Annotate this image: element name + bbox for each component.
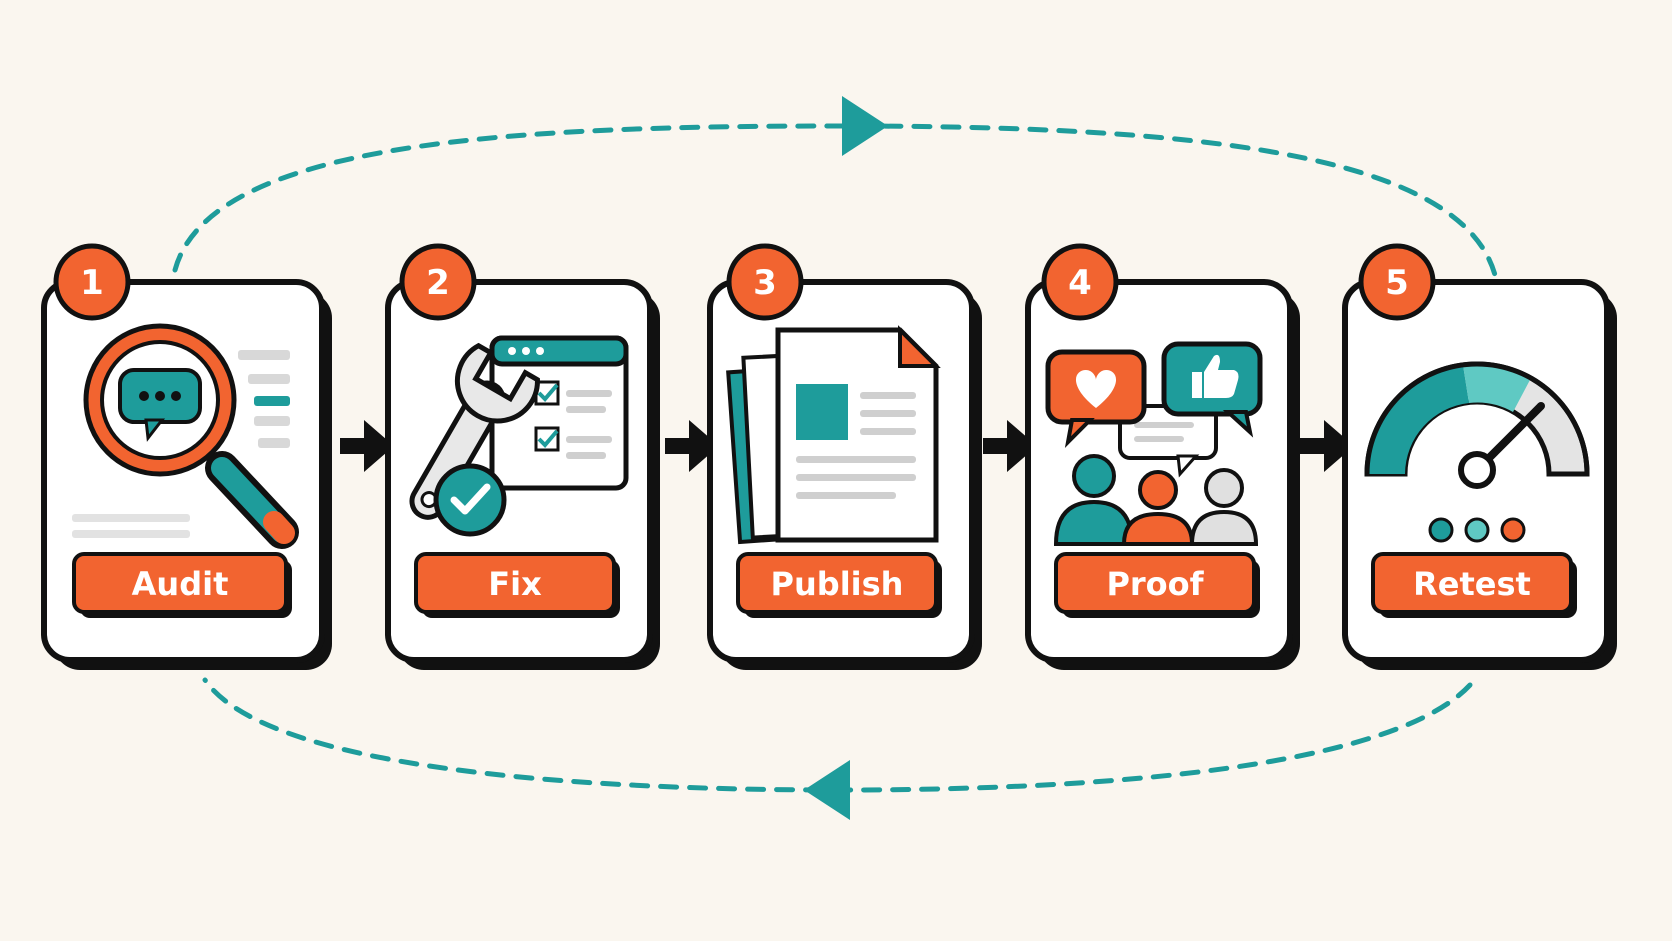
step-badge-3: 3 bbox=[726, 243, 804, 321]
step-badge-1: 1 bbox=[53, 243, 131, 321]
step-badge-4: 4 bbox=[1041, 243, 1119, 321]
step-label-publish: Publish bbox=[771, 565, 904, 603]
step-number-4: 4 bbox=[1068, 263, 1092, 303]
step-badge-5: 5 bbox=[1358, 243, 1436, 321]
right-arrow-icon bbox=[665, 420, 719, 472]
step-number-3: 3 bbox=[753, 263, 777, 303]
step-number-1: 1 bbox=[80, 263, 104, 303]
step-card-fix: Fix bbox=[385, 279, 660, 670]
top-arrowhead-icon bbox=[842, 96, 888, 156]
step-label-audit: Audit bbox=[132, 565, 229, 603]
bottom-arrowhead-icon bbox=[804, 760, 850, 820]
step-card-audit: Audit bbox=[41, 279, 332, 670]
step-badge-2: 2 bbox=[399, 243, 477, 321]
step-card-publish: Publish bbox=[707, 279, 982, 670]
step-card-retest: Retest bbox=[1342, 279, 1617, 670]
social-proof-icon bbox=[1045, 341, 1263, 546]
step-label-fix: Fix bbox=[488, 565, 542, 603]
wrench-checklist-icon bbox=[409, 335, 629, 537]
step-label-proof: Proof bbox=[1106, 565, 1204, 603]
right-arrow-icon bbox=[1300, 420, 1354, 472]
magnifier-chat-icon bbox=[72, 323, 299, 549]
connector-arrows bbox=[340, 420, 1354, 472]
step-card-proof: Proof bbox=[1025, 279, 1300, 670]
right-arrow-icon bbox=[983, 420, 1037, 472]
right-arrow-icon bbox=[340, 420, 394, 472]
documents-icon bbox=[726, 325, 941, 545]
speed-gauge-icon bbox=[1364, 361, 1590, 543]
step-number-2: 2 bbox=[426, 263, 450, 303]
top-forward-dashed-arrow bbox=[172, 123, 1498, 278]
step-number-5: 5 bbox=[1385, 263, 1409, 303]
step-label-retest: Retest bbox=[1413, 565, 1531, 603]
